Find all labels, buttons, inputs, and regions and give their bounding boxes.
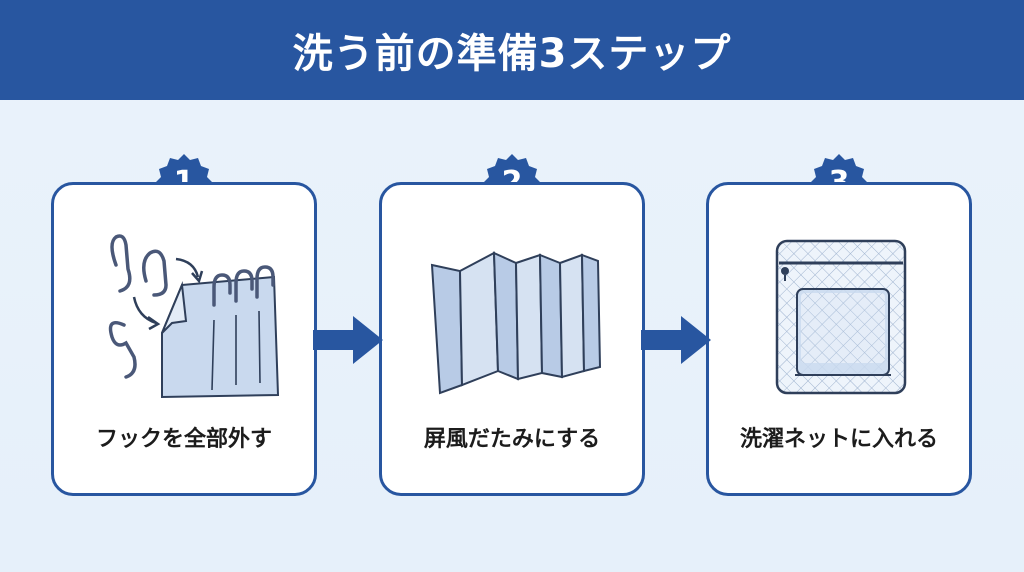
right-arrow-icon — [641, 316, 711, 364]
step-2-label: 屏風だたみにする — [423, 427, 601, 452]
laundry-net-icon — [775, 239, 907, 395]
right-arrow-icon — [313, 316, 383, 364]
step-3-label: 洗濯ネットに入れる — [739, 427, 938, 452]
step-3-card: 洗濯ネットに入れる — [706, 182, 972, 496]
curtain-hooks-icon — [108, 234, 280, 399]
step-2-card: 屏風だたみにする — [379, 182, 645, 496]
step-1-label: フックを全部外す — [95, 427, 272, 452]
header-banner: 洗う前の準備3ステップ — [0, 0, 1024, 100]
step-1-card: フックを全部外す — [51, 182, 317, 496]
folded-curtain-icon — [430, 251, 602, 395]
page-title: 洗う前の準備3ステップ — [292, 31, 732, 77]
